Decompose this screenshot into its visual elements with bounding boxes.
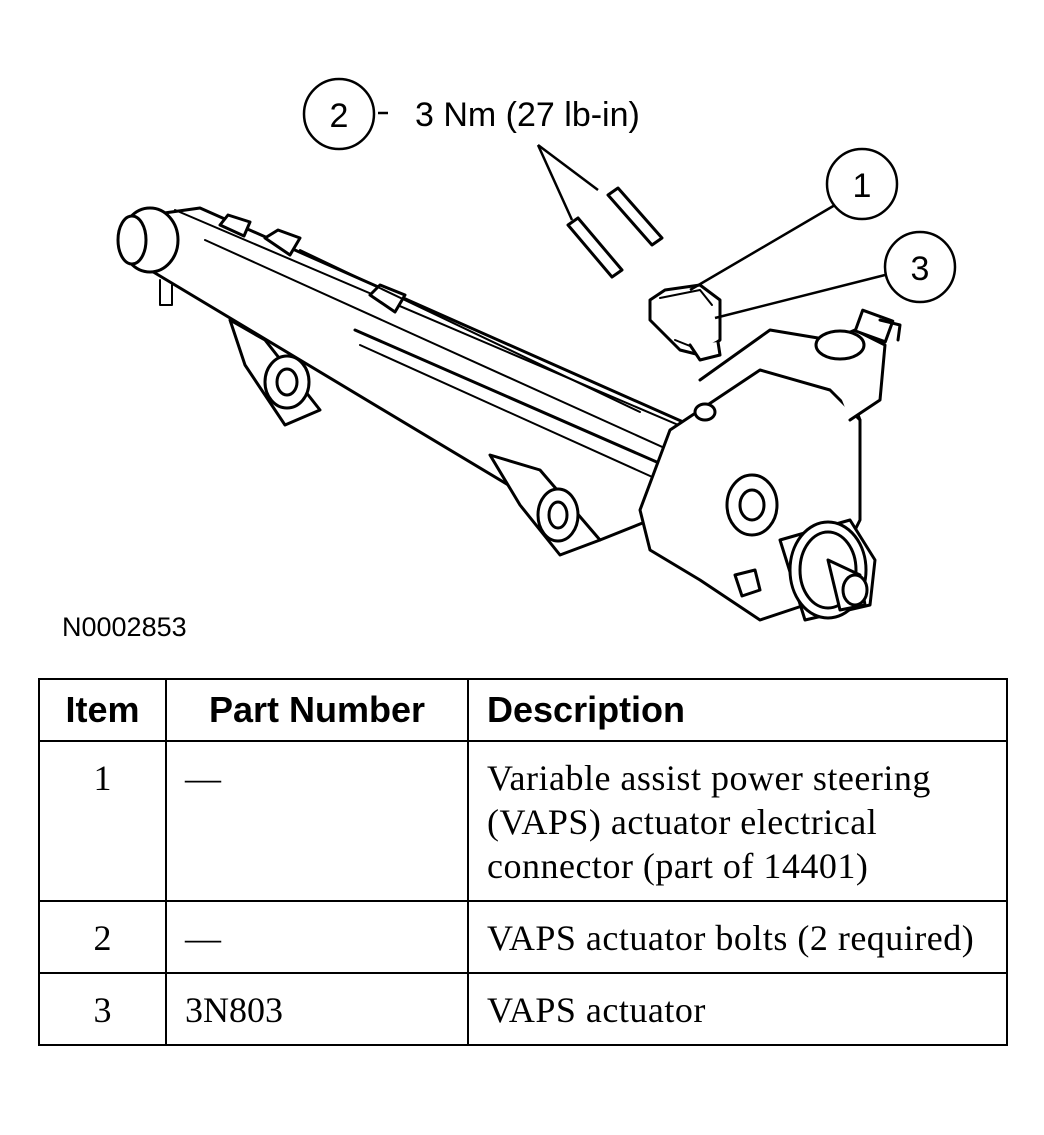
header-item: Item [38, 678, 167, 742]
left-mount-bushing [228, 318, 322, 427]
actuator-bolts [566, 186, 664, 279]
table-row: 1 — Variable assist power steering (VAPS… [38, 740, 1008, 902]
right-end-tube [778, 518, 877, 622]
center-mount-bushing [488, 453, 602, 557]
torque-spec-label: 3 Nm (27 lb-in) [415, 96, 640, 134]
vaps-actuator [648, 283, 722, 362]
svg-text:1: 1 [853, 167, 872, 205]
figure-id: N0002853 [62, 612, 187, 642]
header-description: Description [467, 678, 1008, 742]
callout-3: 3 [883, 230, 957, 304]
rack-housing [116, 206, 702, 542]
parts-table: Item Part Number Description 1 — Variabl… [38, 678, 1008, 1046]
callout-1: 1 [825, 147, 899, 221]
leader-line-bolt-a [537, 144, 599, 191]
table-row: 3 3N803 VAPS actuator [38, 972, 1008, 1046]
callout-2: 2 [302, 77, 376, 151]
svg-text:3: 3 [911, 250, 930, 288]
header-part-number: Part Number [165, 678, 469, 742]
row-item: 3 [38, 972, 167, 1046]
row-description: VAPS actuator bolts (2 required) [467, 900, 1008, 974]
leader-line-3 [714, 273, 886, 320]
table-row: 2 — VAPS actuator bolts (2 required) [38, 900, 1008, 974]
table-header-row: Item Part Number Description [38, 678, 1008, 742]
row-description: Variable assist power steering (VAPS) ac… [467, 740, 1008, 902]
row-item: 1 [38, 740, 167, 902]
leader-line-bolt-b [536, 144, 574, 221]
steering-gear-illustration: 2 1 3 3 Nm (27 lb-in) [116, 77, 957, 622]
leader-line-1 [689, 203, 836, 292]
row-part-number: 3N803 [165, 972, 469, 1046]
row-description: VAPS actuator [467, 972, 1008, 1046]
row-item: 2 [38, 900, 167, 974]
svg-text:2: 2 [330, 97, 349, 135]
row-part-number: — [165, 740, 469, 902]
row-part-number: — [165, 900, 469, 974]
